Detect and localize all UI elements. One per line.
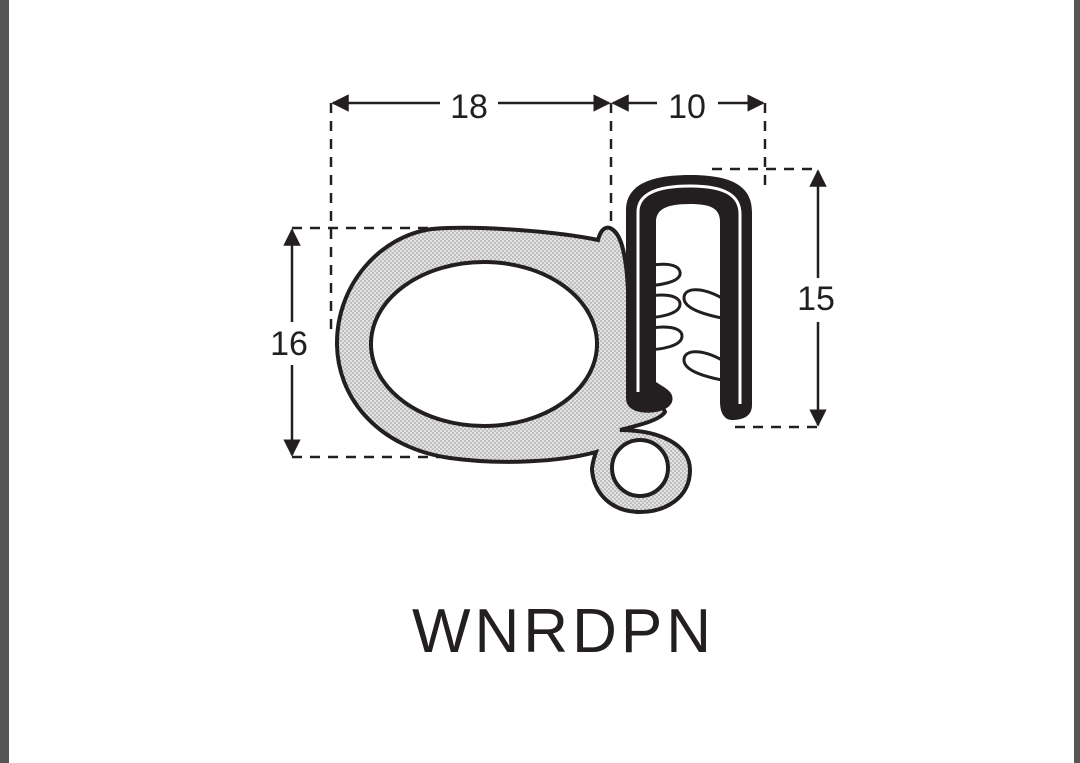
u-channel-clip [626,175,752,420]
dimension-left-label: 16 [270,325,308,363]
part-code: WNRDPN [412,597,715,666]
dimension-right-label: 15 [797,280,835,318]
extension-lines [292,103,818,459]
seal-bulb [334,225,693,515]
viewer-frame-left [0,0,9,763]
viewer-frame-right [1074,0,1080,763]
dimension-top-right-label: 10 [668,88,706,126]
dimension-arrows [283,94,827,457]
dimension-top-left-label: 18 [450,88,488,126]
